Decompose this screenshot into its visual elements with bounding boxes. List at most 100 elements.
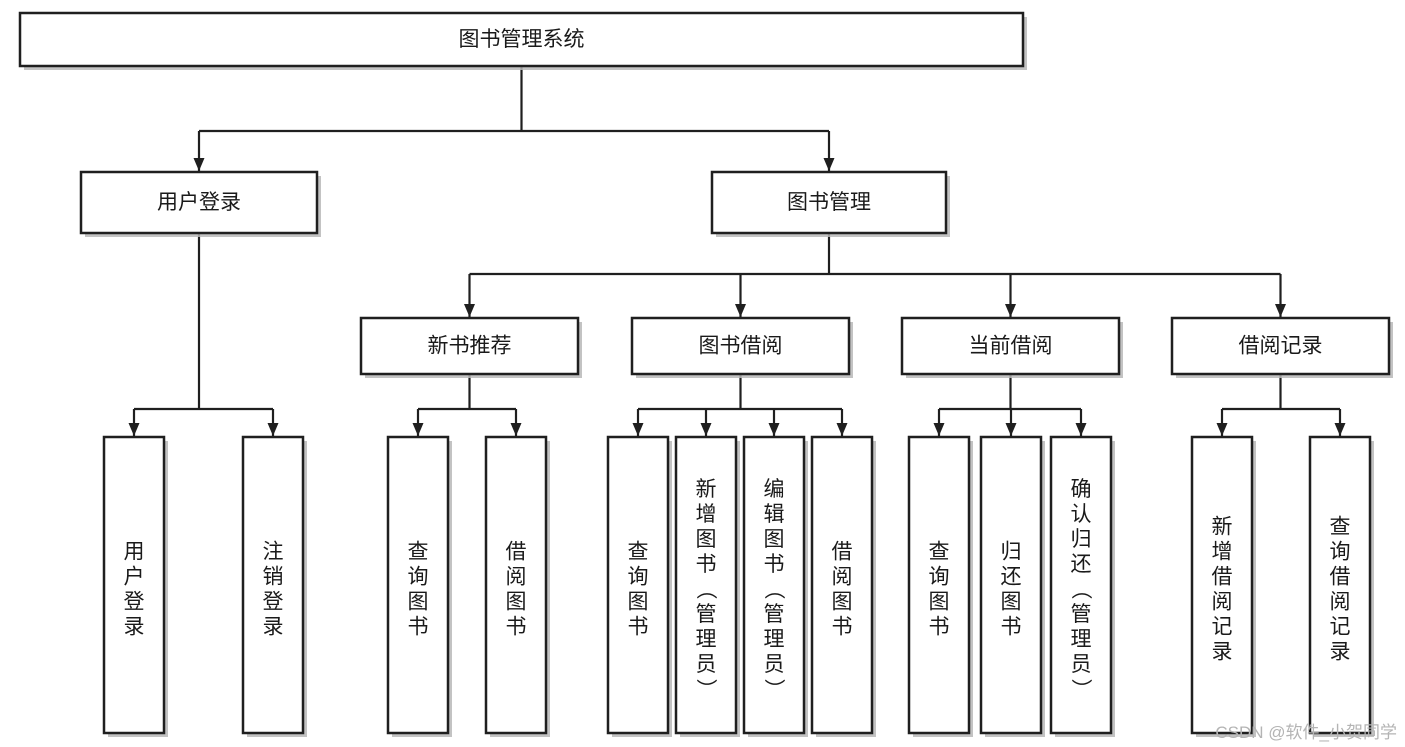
- svg-text:录: 录: [1330, 641, 1351, 664]
- svg-text:阅: 阅: [506, 566, 527, 589]
- node-current-borrow[interactable]: 当前借阅: [900, 316, 1123, 378]
- node-root[interactable]: 图书管理系统: [18, 11, 1027, 70]
- svg-text:借: 借: [1330, 566, 1351, 589]
- node-box[interactable]: [1190, 435, 1254, 735]
- node-book-borrow[interactable]: 图书借阅: [630, 316, 853, 378]
- svg-text:销: 销: [263, 566, 284, 589]
- svg-text:阅: 阅: [1212, 591, 1233, 614]
- connector-layer: [128, 66, 1346, 436]
- arrow-head-icon: [768, 423, 780, 436]
- arrow-head-icon: [510, 423, 522, 436]
- node-box[interactable]: [742, 435, 806, 735]
- node-box[interactable]: [900, 316, 1121, 376]
- node-box[interactable]: [79, 170, 319, 235]
- svg-text:认: 认: [1071, 503, 1092, 526]
- svg-text:）: ）: [694, 679, 717, 700]
- node-box[interactable]: [630, 316, 851, 376]
- svg-text:员: 员: [1071, 653, 1092, 676]
- svg-text:询: 询: [929, 566, 950, 589]
- svg-text:图: 图: [764, 528, 785, 551]
- svg-text:理: 理: [1071, 628, 1092, 651]
- node-box[interactable]: [484, 435, 548, 735]
- svg-text:管: 管: [1071, 603, 1092, 626]
- node-label: 当前借阅: [969, 335, 1053, 358]
- svg-text:借: 借: [1212, 566, 1233, 589]
- svg-text:书: 书: [764, 553, 785, 576]
- connector-group-book-borrow: [632, 374, 848, 436]
- node-box[interactable]: [1170, 316, 1391, 376]
- node-box[interactable]: [359, 316, 580, 376]
- node-box[interactable]: [1049, 435, 1113, 735]
- arrow-head-icon: [464, 304, 475, 317]
- svg-text:借: 借: [832, 541, 853, 564]
- arrow-head-icon: [128, 423, 140, 436]
- svg-text:录: 录: [124, 616, 145, 639]
- node-new-book-recommend[interactable]: 新书推荐: [359, 316, 582, 378]
- arrow-head-icon: [632, 423, 644, 436]
- node-box[interactable]: [1308, 435, 1372, 735]
- node-box[interactable]: [979, 435, 1043, 735]
- svg-text:书: 书: [408, 616, 429, 639]
- node-box[interactable]: [386, 435, 450, 735]
- svg-text:录: 录: [263, 616, 284, 639]
- node-box[interactable]: [674, 435, 738, 735]
- node-label: 图书管理: [787, 191, 871, 214]
- svg-text:查: 查: [408, 541, 429, 564]
- node-box[interactable]: [710, 170, 948, 235]
- svg-text:询: 询: [408, 566, 429, 589]
- svg-text:理: 理: [764, 628, 785, 651]
- arrow-head-icon: [823, 158, 835, 171]
- node-leaf-user-login[interactable]: 用户登录: [102, 435, 168, 737]
- svg-text:归: 归: [1001, 541, 1022, 564]
- node-box[interactable]: [810, 435, 874, 735]
- node-box[interactable]: [102, 435, 166, 735]
- svg-text:书: 书: [929, 616, 950, 639]
- svg-text:阅: 阅: [832, 566, 853, 589]
- node-box[interactable]: [241, 435, 305, 735]
- svg-text:查: 查: [628, 541, 649, 564]
- node-box[interactable]: [18, 11, 1025, 68]
- svg-text:书: 书: [506, 616, 527, 639]
- arrow-head-icon: [412, 423, 424, 436]
- svg-text:图: 图: [408, 591, 429, 614]
- arrow-head-icon: [1005, 423, 1017, 436]
- node-box[interactable]: [907, 435, 971, 735]
- arrow-head-icon: [700, 423, 712, 436]
- arrow-head-icon: [267, 423, 279, 436]
- node-box[interactable]: [606, 435, 670, 735]
- arrow-head-icon: [933, 423, 945, 436]
- svg-text:查: 查: [1330, 516, 1351, 539]
- node-user-login[interactable]: 用户登录: [79, 170, 321, 237]
- arrow-head-icon: [735, 304, 746, 317]
- arrow-head-icon: [1275, 304, 1286, 317]
- node-book-manage[interactable]: 图书管理: [710, 170, 950, 237]
- arrow-head-icon: [836, 423, 848, 436]
- svg-text:新: 新: [1212, 516, 1233, 539]
- connector-group-current-borrow: [933, 374, 1087, 436]
- node-label: 借阅记录: [1239, 335, 1323, 358]
- node-borrow-record[interactable]: 借阅记录: [1170, 316, 1393, 378]
- svg-text:录: 录: [1212, 641, 1233, 664]
- arrow-head-icon: [1005, 304, 1016, 317]
